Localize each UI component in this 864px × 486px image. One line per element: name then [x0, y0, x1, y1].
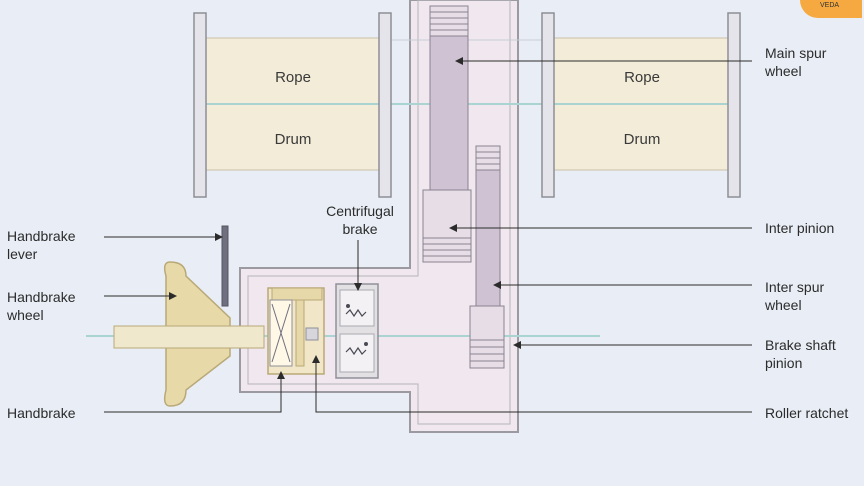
logo-text: VEDA: [820, 2, 840, 9]
label-handbrake-lever-1: Handbrake: [7, 228, 76, 244]
centrifugal-brake: [335, 283, 379, 379]
label-roller-ratchet: Roller ratchet: [765, 405, 848, 421]
label-handbrake-wheel-1: Handbrake: [7, 289, 76, 305]
label-handbrake: Handbrake: [7, 405, 76, 421]
inter-pinion: [422, 189, 472, 263]
handbrake-lever: [221, 225, 229, 307]
label-centrifugal-brake-1: Centrifugal: [326, 203, 394, 219]
gearbox-housing-inner: [247, 0, 511, 425]
label-brake-shaft-pinion-1: Brake shaft: [765, 337, 836, 353]
handbrake-wheel: [113, 261, 265, 407]
left-drum-drum-text: Drum: [275, 131, 312, 148]
right-rope-drum: Rope Drum: [541, 12, 741, 198]
main-spur-wheel: [429, 5, 469, 203]
label-main-spur-wheel-2: wheel: [764, 63, 802, 79]
label-centrifugal-brake-2: brake: [342, 221, 377, 237]
veda-logo: VEDA: [800, 0, 862, 18]
left-drum-rope-text: Rope: [275, 69, 311, 86]
label-handbrake-wheel-2: wheel: [6, 307, 44, 323]
label-brake-shaft-pinion-2: pinion: [765, 355, 802, 371]
right-drum-drum-text: Drum: [624, 131, 661, 148]
label-inter-pinion: Inter pinion: [765, 220, 834, 236]
left-rope-drum: Rope Drum: [193, 12, 392, 198]
leader-handbrake: [104, 371, 285, 413]
label-inter-spur-wheel-1: Inter spur: [765, 279, 824, 295]
label-handbrake-lever-2: lever: [7, 246, 38, 262]
label-inter-spur-wheel-2: wheel: [764, 297, 802, 313]
right-drum-rope-text: Rope: [624, 69, 660, 86]
leader-roller-ratchet: [312, 355, 752, 413]
label-main-spur-wheel-1: Main spur: [765, 45, 827, 61]
inter-spur-wheel: [475, 145, 501, 313]
brake-shaft-pinion: [469, 305, 505, 369]
